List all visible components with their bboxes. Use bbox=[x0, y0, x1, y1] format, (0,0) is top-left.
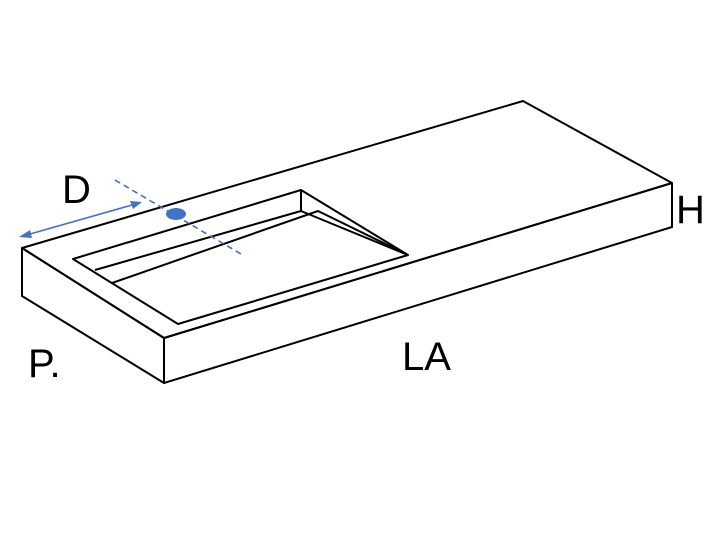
basin-slope-edge bbox=[111, 210, 409, 284]
depth-offset-arrow-line bbox=[22, 202, 140, 237]
arrowhead-right-icon bbox=[130, 201, 142, 209]
faucet-hole-marker bbox=[166, 208, 186, 220]
label-width: LA bbox=[402, 335, 451, 379]
basin-back-wall bbox=[94, 210, 409, 271]
label-depth: P. bbox=[28, 342, 61, 386]
arrowhead-left-icon bbox=[19, 230, 32, 238]
label-height: H bbox=[676, 188, 705, 232]
slab-top-face bbox=[21, 100, 673, 339]
label-depth-offset: D bbox=[62, 168, 91, 212]
dimension-markers bbox=[19, 179, 242, 255]
sink-basin bbox=[72, 189, 409, 325]
slab-left-face bbox=[21, 247, 165, 384]
countertop-slab bbox=[21, 100, 673, 384]
basin-rim bbox=[72, 189, 409, 325]
